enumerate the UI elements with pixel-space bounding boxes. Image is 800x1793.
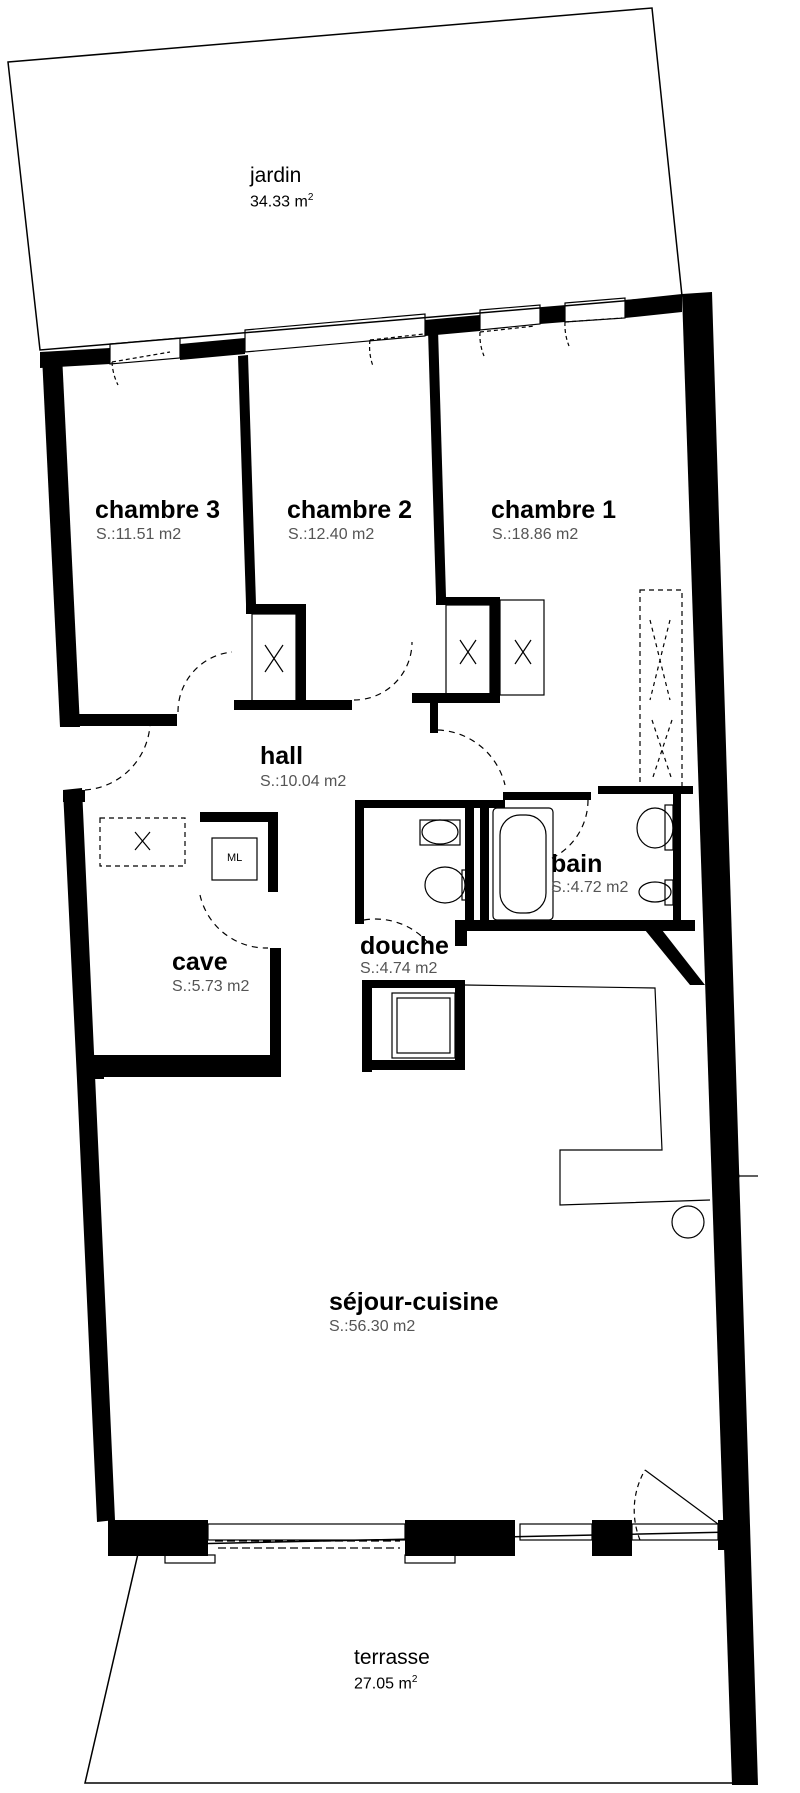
hall-label: hall [260, 742, 304, 770]
cave-label: cave [172, 948, 228, 976]
fixtures [84, 297, 758, 1564]
terrasse-area: 27.05 m2 [354, 1674, 418, 1693]
chambre3-area: S.:11.51 m2 [96, 526, 182, 543]
chambre1-label: chambre 1 [491, 496, 617, 524]
jardin-area: 34.33 m2 [250, 192, 314, 211]
terrasse-label: terrasse [354, 1646, 430, 1669]
outer-walls [40, 292, 758, 1785]
jardin-label: jardin [250, 164, 302, 187]
bain-label: bain [551, 850, 603, 878]
interior-walls [62, 329, 705, 1079]
hall-area: S.:10.04 m2 [260, 773, 347, 790]
chambre2-area: S.:12.40 m2 [288, 526, 375, 543]
cave-area: S.:5.73 m2 [172, 978, 250, 995]
sejour-label: séjour-cuisine [329, 1288, 499, 1316]
douche-label: douche [360, 932, 449, 960]
ml-label: ML [227, 852, 243, 864]
jardin-outline [7, 7, 683, 351]
bain-area: S.:4.72 m2 [551, 879, 629, 896]
chambre3-label: chambre 3 [95, 496, 221, 524]
douche-area: S.:4.74 m2 [360, 960, 438, 977]
chambre1-area: S.:18.86 m2 [492, 526, 579, 543]
chambre2-label: chambre 2 [287, 496, 413, 524]
sejour-area: S.:56.30 m2 [329, 1318, 416, 1335]
